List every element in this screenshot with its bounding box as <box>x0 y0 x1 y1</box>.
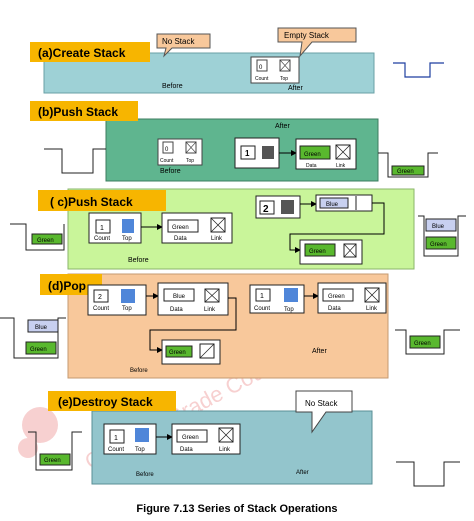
common-count: Count <box>160 158 174 164</box>
panel-c-title-bg <box>38 190 166 211</box>
callout-no-stack-a <box>156 33 211 58</box>
common-one: 1 <box>100 225 104 232</box>
panel-c-title: ( c)Push Stack <box>50 195 133 209</box>
common-top: Top <box>280 76 288 82</box>
common-two: 2 <box>263 204 269 215</box>
common-data: Data <box>174 236 187 242</box>
panel-destroy-stack: (e)Destroy Stack No Stack 1 Count Top Gr… <box>28 390 460 487</box>
panel-e-title-bg <box>48 391 176 411</box>
stack-sketch-c-right <box>418 215 466 257</box>
common-count: Count <box>254 306 270 312</box>
panel-d-title-bg <box>40 274 102 295</box>
panel-push-stack-b: (b)Push Stack After 0 Count Top Before 1… <box>30 101 438 182</box>
common-green: Green <box>30 347 47 353</box>
common-after: After <box>275 123 290 130</box>
common-green: Green <box>172 225 189 231</box>
common-count: Count <box>93 306 109 312</box>
stack-sketch-c-left <box>10 223 65 251</box>
common-top: Top <box>186 158 194 164</box>
panel-pop: (d)Pop 2 Count Top Blue Data Link Green … <box>0 273 460 379</box>
common-one: 1 <box>245 149 250 158</box>
common-zero: 0 <box>259 65 263 71</box>
panel-push-stack-c: ( c)Push Stack 1 Count Top Green Data Li… <box>10 188 466 270</box>
common-top: Top <box>284 307 294 313</box>
common-blue: Blue <box>326 202 339 208</box>
stack-sketch-e-left <box>28 431 82 471</box>
common-before: Before <box>130 368 148 374</box>
stack-sketch-e-right <box>396 461 460 487</box>
common-green: Green <box>309 249 326 255</box>
common-green: Green <box>37 238 54 244</box>
empty-stack-sketch <box>393 62 444 78</box>
callout-no-stack-e <box>295 390 353 434</box>
common-two: 2 <box>98 294 102 301</box>
figure-caption: Figure 7.13 Series of Stack Operations <box>136 503 337 515</box>
common-link: Link <box>219 447 231 453</box>
callout-empty-stack <box>277 27 357 58</box>
common-one: 1 <box>260 293 264 300</box>
common-link: Link <box>211 236 223 242</box>
common-before: Before <box>136 472 154 478</box>
before-label-a: Before <box>162 83 183 90</box>
common-one: 1 <box>114 435 118 442</box>
after-label-a: After <box>288 85 303 92</box>
common-green: Green <box>169 350 186 356</box>
common-after: After <box>312 348 327 355</box>
panels-a-callout_right: Empty Stack <box>284 31 330 40</box>
common-green: Green <box>397 169 414 175</box>
common-top: Top <box>122 306 132 312</box>
panels-a-callout_left: No Stack <box>162 37 195 46</box>
panel-e-title: (e)Destroy Stack <box>58 395 153 409</box>
common-data: Data <box>328 306 341 312</box>
common-before: Before <box>160 168 181 175</box>
panels-e-callout: No Stack <box>305 399 338 408</box>
common-count: Count <box>108 447 124 453</box>
common-link: Link <box>336 163 346 169</box>
common-after: After <box>296 470 309 476</box>
common-data: Data <box>170 307 183 313</box>
panel-d-title: (d)Pop <box>48 279 86 293</box>
common-data: Data <box>306 163 317 169</box>
common-blue: Blue <box>35 325 48 331</box>
common-before: Before <box>128 257 149 264</box>
common-green: Green <box>304 152 321 158</box>
common-count: Count <box>94 236 110 242</box>
common-zero: 0 <box>165 147 169 153</box>
stack-sketch-d-left <box>0 317 66 359</box>
common-blue: Blue <box>173 294 186 300</box>
panel-a-title: (a)Create Stack <box>38 46 126 60</box>
panel-a-title-bg <box>30 42 150 62</box>
common-count: Count <box>255 76 269 82</box>
common-data: Data <box>180 447 193 453</box>
common-green: Green <box>430 242 447 248</box>
common-green: Green <box>328 294 345 300</box>
common-green: Green <box>182 435 199 441</box>
common-top: Top <box>135 447 145 453</box>
common-top: Top <box>122 236 132 242</box>
stack-sketch-b-right <box>378 152 438 178</box>
common-blue: Blue <box>432 224 445 230</box>
panel-b-title-bg <box>30 101 138 121</box>
common-link: Link <box>204 307 216 313</box>
panel-create-stack: (a)Create Stack No Stack Empty Stack 0 C… <box>30 27 444 94</box>
common-link: Link <box>366 306 378 312</box>
common-green: Green <box>414 341 431 347</box>
stack-sketch-d-right <box>395 329 460 355</box>
stack-sketch-b-left <box>44 148 106 174</box>
common-green: Green <box>44 458 61 464</box>
panel-b-title: (b)Push Stack <box>38 105 118 119</box>
